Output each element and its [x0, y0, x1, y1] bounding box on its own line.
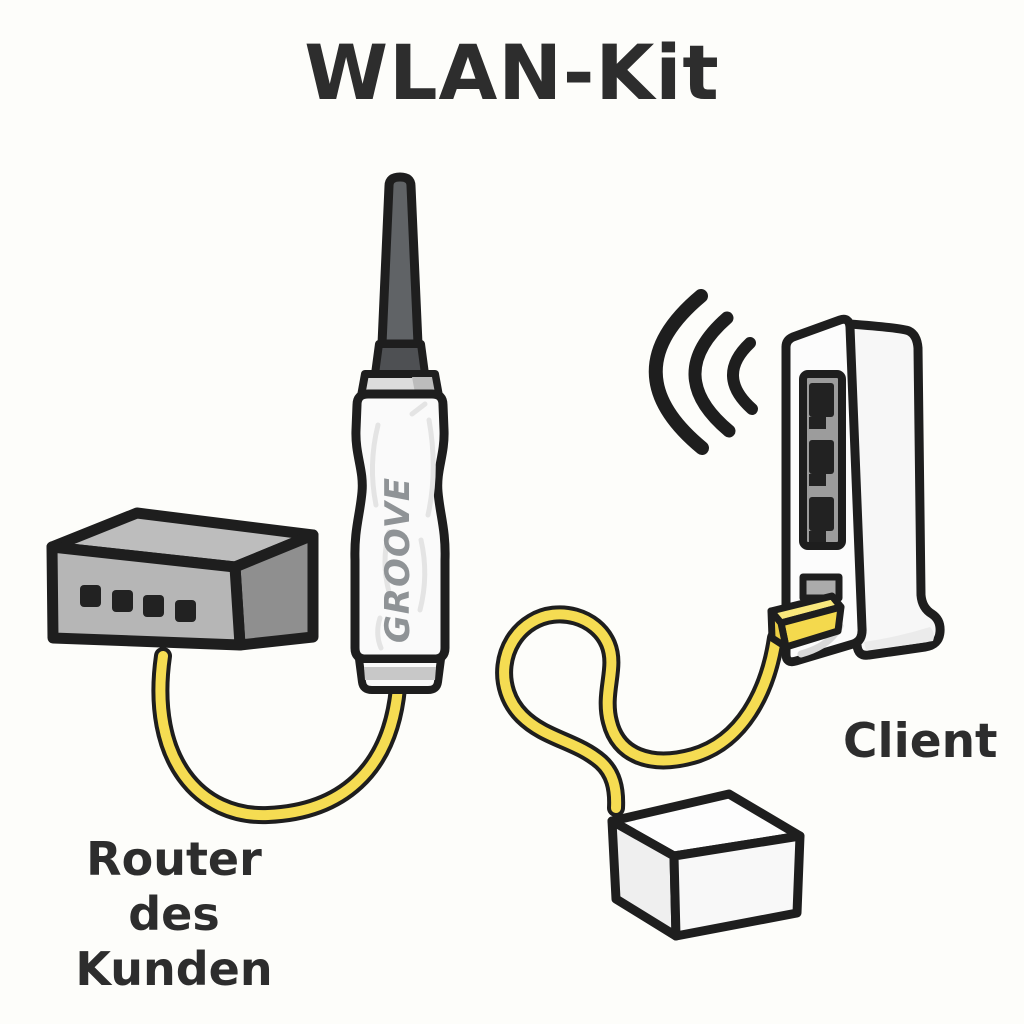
ethernet-port-tab: [809, 474, 826, 486]
cap-band: [364, 667, 436, 680]
groove-device-label: GROOVE: [378, 476, 418, 644]
router-port: [80, 585, 101, 607]
plug-end-face: [767, 607, 790, 651]
diagram-title: WLAN-Kit: [304, 28, 720, 117]
ethernet-port-tab: [809, 417, 826, 429]
router-label-line2: des Kunden: [75, 887, 273, 997]
body-texture-streaks: [369, 401, 436, 651]
router-port: [143, 595, 164, 617]
router-port: [112, 590, 133, 612]
ethernet-port: [809, 497, 834, 531]
client-label: Client: [843, 714, 998, 769]
poe-injector-box: [607, 789, 805, 941]
ethernet-port: [809, 383, 834, 417]
client-device-illustration: [767, 314, 945, 667]
box-right-face: [669, 831, 805, 941]
router-label: Router des Kunden: [24, 832, 324, 998]
groove-device-illustration: [350, 172, 450, 694]
ethernet-port-tab: [809, 531, 826, 542]
wifi-signal-icon: [648, 289, 758, 455]
antenna-base: [371, 340, 429, 378]
customer-router-illustration: [46, 507, 319, 651]
collar-shade: [412, 377, 435, 393]
client-side-shade: [864, 627, 934, 650]
client-to-injector-cable: [495, 605, 785, 817]
ethernet-ports: [809, 383, 834, 542]
router-to-groove-cable: [151, 647, 407, 825]
antenna: [377, 172, 423, 349]
router-label-line1: Router: [86, 832, 262, 886]
router-port: [175, 600, 196, 622]
rj45-plug: [767, 592, 845, 651]
ethernet-port: [809, 440, 834, 474]
